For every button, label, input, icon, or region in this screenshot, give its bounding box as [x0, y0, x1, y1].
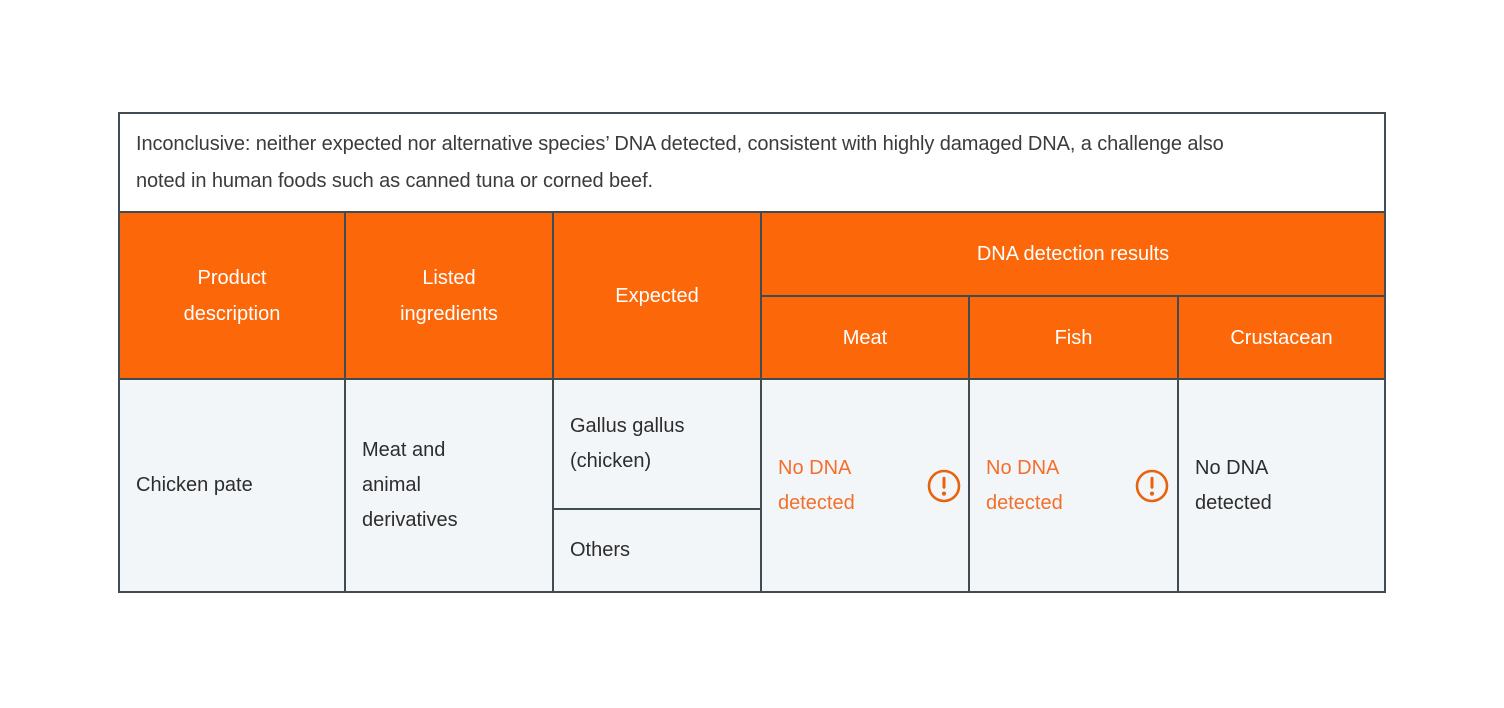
header-expected: Expected: [554, 213, 760, 378]
warning-icon: [1134, 468, 1170, 504]
header-fish-label: Fish: [1054, 326, 1093, 349]
header-dna-detection-results: DNA detection results: [762, 213, 1384, 295]
header-meat: Meat: [762, 297, 968, 378]
cell-listed-ingredients: Meat and animal derivatives: [346, 380, 552, 591]
header-crustacean-label: Crustacean: [1230, 326, 1333, 349]
header-listed-ingredients-label: Listed ingredients: [400, 266, 498, 325]
cell-expected-primary: Gallus gallus (chicken): [554, 380, 760, 508]
header-listed-ingredients: Listed ingredients: [346, 213, 552, 378]
note-text: Inconclusive: neither expected nor alter…: [136, 132, 1224, 192]
expected-secondary-value: Others: [570, 539, 631, 561]
warning-icon: [926, 468, 962, 504]
cell-expected-secondary: Others: [554, 510, 760, 591]
cell-product-description: Chicken pate: [120, 380, 344, 591]
header-meat-label: Meat: [842, 326, 888, 349]
crustacean-result-value: No DNA detected: [1195, 456, 1272, 514]
product-description-value: Chicken pate: [136, 474, 253, 496]
cell-crustacean-result: No DNA detected: [1179, 380, 1384, 591]
meat-result-value: No DNA detected: [778, 456, 855, 514]
cell-fish-result: No DNA detected: [970, 380, 1177, 591]
header-product-description-label: Product description: [183, 266, 281, 325]
cell-meat-result: No DNA detected: [762, 380, 968, 591]
header-dna-detection-results-label: DNA detection results: [976, 243, 1170, 265]
header-expected-label: Expected: [615, 284, 699, 307]
fish-result-value: No DNA detected: [986, 456, 1063, 514]
header-crustacean: Crustacean: [1179, 297, 1384, 378]
header-product-description: Product description: [120, 213, 344, 378]
expected-primary-value: Gallus gallus (chicken): [570, 415, 685, 472]
header-fish: Fish: [970, 297, 1177, 378]
listed-ingredients-value: Meat and animal derivatives: [362, 439, 458, 531]
dna-results-table: Inconclusive: neither expected nor alter…: [118, 112, 1386, 593]
note-box: Inconclusive: neither expected nor alter…: [120, 114, 1384, 211]
